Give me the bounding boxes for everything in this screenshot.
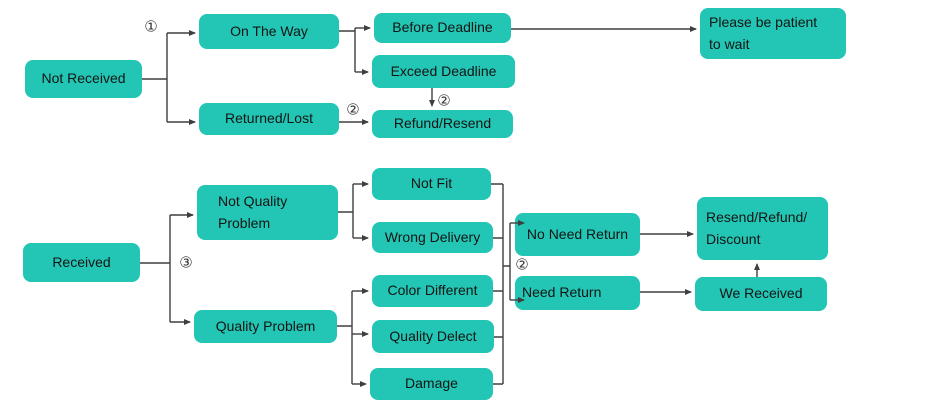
node-returned-lost: Returned/Lost	[199, 103, 339, 135]
node-no-need-return: No Need Return	[515, 213, 640, 256]
step-marker-2-return-branch: ②	[515, 256, 529, 274]
node-received: Received	[23, 243, 140, 282]
node-exceed-deadline: Exceed Deadline	[372, 55, 515, 88]
node-damage: Damage	[370, 368, 493, 400]
node-before-deadline: Before Deadline	[374, 13, 511, 43]
node-quality-delect: Quality Delect	[372, 320, 494, 353]
step-marker-2-returned-lost: ②	[346, 101, 360, 119]
node-not-fit: Not Fit	[372, 168, 491, 200]
node-refund-resend: Refund/Resend	[372, 110, 513, 138]
node-on-the-way: On The Way	[199, 14, 339, 49]
node-not-received: Not Received	[25, 60, 142, 98]
step-marker-1: ①	[144, 18, 158, 36]
node-please-be-patient: Please be patient to wait	[700, 8, 846, 59]
step-marker-2-exceed-deadline: ②	[437, 92, 451, 110]
node-resend-refund-discount: Resend/Refund/ Discount	[697, 197, 828, 260]
node-we-received: We Received	[695, 277, 827, 311]
node-color-different: Color Different	[372, 275, 493, 307]
node-not-quality-problem: Not Quality Problem	[197, 185, 338, 240]
node-need-return: Need Return	[515, 276, 640, 310]
node-quality-problem: Quality Problem	[194, 310, 337, 343]
step-marker-3: ③	[179, 254, 193, 272]
node-wrong-delivery: Wrong Delivery	[372, 222, 493, 253]
